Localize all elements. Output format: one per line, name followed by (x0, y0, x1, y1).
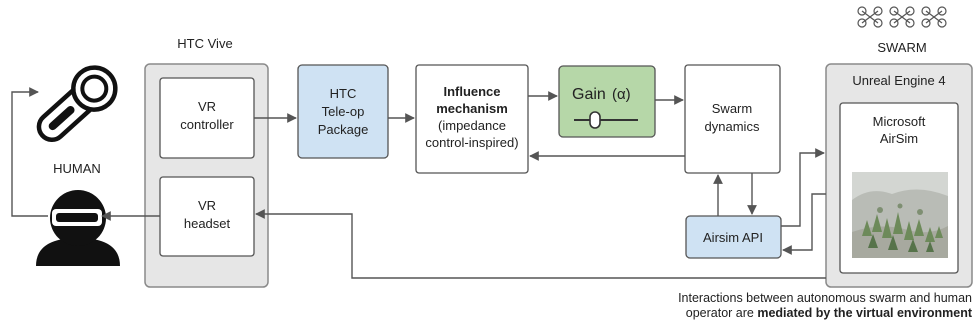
caption-line-1: Interactions between autonomous swarm an… (592, 291, 972, 306)
vr-headset-user-icon (36, 190, 120, 266)
influence-mechanism-box (415, 64, 529, 174)
vr-controller-label-2: controller (180, 117, 234, 132)
vr-headset-label-1: VR (198, 198, 216, 213)
swarm-dynamics-label-2: dynamics (705, 119, 760, 134)
htc-vive-title: HTC Vive (177, 36, 232, 51)
teleop-label-1: HTC (330, 86, 357, 101)
teleop-label-2: Tele-op (322, 104, 365, 119)
swarm-dynamics-label-1: Swarm (712, 101, 752, 116)
human-to-controller-arrow (11, 87, 48, 217)
vr-controller-icon (36, 65, 118, 142)
unreal-to-api-arrow (782, 193, 826, 255)
gain-label: Gain (572, 86, 606, 103)
caption: Interactions between autonomous swarm an… (592, 291, 972, 321)
unreal-engine-title: Unreal Engine 4 (852, 73, 945, 88)
swarm-dynamics-box (684, 64, 781, 174)
airsim-api-label: Airsim API (703, 230, 763, 245)
api-to-unreal-arrow (781, 148, 825, 227)
influence-label-2: mechanism (436, 101, 508, 116)
unreal-to-headset-arrow (255, 209, 826, 279)
vr-controller-label-1: VR (198, 99, 216, 114)
human-label: HUMAN (53, 161, 101, 176)
teleop-label-3: Package (318, 122, 369, 137)
influence-label-1: Influence (443, 84, 500, 99)
caption-line-2: operator are mediated by the virtual env… (592, 306, 972, 321)
influence-label-4: control-inspired) (425, 135, 518, 150)
caption-line-2-text: operator are (685, 306, 758, 320)
airsim-label-2: AirSim (880, 131, 918, 146)
gain-symbol: (α) (612, 86, 631, 103)
vr-headset-label-2: headset (184, 216, 231, 231)
caption-line-1-text: Interactions between autonomous swarm an… (678, 291, 972, 305)
airsim-api-box (685, 215, 782, 259)
airsim-label-1: Microsoft (873, 114, 926, 129)
swarm-label: SWARM (877, 40, 926, 55)
teleop-package-box (297, 64, 389, 159)
drone-swarm-icon (857, 6, 947, 28)
caption-line-2-bold: mediated by the virtual environment (757, 306, 972, 320)
gain-slider-icon (574, 111, 638, 129)
forest-scene-image (852, 172, 948, 258)
influence-label-3: (impedance (438, 118, 506, 133)
